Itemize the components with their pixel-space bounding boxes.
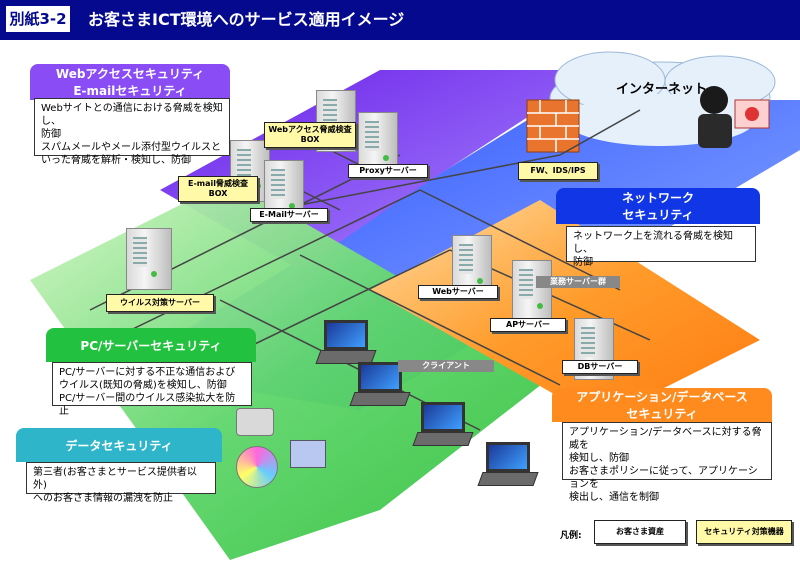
pc-security-description: PC/サーバーに対する不正な通信および ウイルス(既知の脅威)を検知し、防御 P… (52, 362, 252, 417)
network-security-description: ネットワーク上を流れる脅威を検知し、 防御 (566, 226, 756, 268)
antivirus-server-label: ウイルス対策サーバー (106, 294, 214, 312)
client-group-label: クライアント (398, 360, 494, 372)
internet-label: インターネット (616, 82, 708, 97)
page-title: お客さまICT環境へのサービス適用イメージ (88, 10, 405, 29)
internet-cloud (549, 51, 776, 146)
legend-label: 凡例: (560, 531, 582, 541)
data-security-title: データセキュリティ (65, 438, 173, 453)
client-laptop-icon (412, 402, 474, 450)
attacker-figure (698, 86, 770, 148)
legend-customer-asset: お客さま資産 (594, 520, 686, 544)
email-server-label: E-Mailサーバー (250, 208, 328, 222)
web-server-label: Webサーバー (418, 285, 498, 299)
legend-security-device: セキュリティ対策機器 (696, 520, 792, 544)
client-laptop-icon (349, 362, 411, 410)
web-security-description: Webサイトとの通信における脅威を検知し、 防御 スパムメールやメール添付型ウイ… (34, 98, 230, 166)
header-bar: 別紙3-2 お客さまICT環境へのサービス適用イメージ (0, 0, 800, 40)
email-box-label: E-mail脅威検査 BOX (178, 176, 258, 202)
firewall-label: FW、IDS/IPS (518, 162, 598, 180)
document-tag: 別紙3-2 (6, 6, 70, 32)
app-security-header: アプリケーション/データベース セキュリティ (552, 388, 772, 422)
pc-security-title: PC/サーバーセキュリティ (80, 338, 222, 353)
disc-icon (236, 446, 278, 488)
web-security-subtitle: E-mailセキュリティ (73, 84, 187, 98)
folder-icon (290, 440, 326, 468)
ap-server-label: APサーバー (490, 318, 566, 332)
data-security-description: 第三者(お客さまとサービス提供者以外) へのお客さま情報の漏洩を防止 (26, 462, 216, 504)
ap-server-icon (512, 260, 552, 322)
storage-device-icon (236, 408, 274, 436)
antivirus-server-icon (126, 228, 172, 290)
pc-security-header: PC/サーバーセキュリティ (46, 328, 256, 362)
firewall-wall (526, 99, 580, 153)
web-security-title: Webアクセスセキュリティ (55, 67, 205, 81)
proxy-server-icon (358, 112, 398, 174)
db-server-label: DBサーバー (562, 360, 638, 374)
data-security-header: データセキュリティ (16, 428, 222, 462)
proxy-server-label: Proxyサーバー (348, 164, 428, 178)
network-security-header: ネットワーク セキュリティ (556, 188, 760, 224)
client-laptop-icon (477, 442, 539, 490)
web-security-header: Webアクセスセキュリティ E-mailセキュリティ (30, 64, 230, 100)
app-security-description: アプリケーション/データベースに対する脅威を 検知し、防御 お客さまポリシーに従… (562, 422, 772, 503)
network-security-title: ネットワーク (621, 191, 694, 205)
business-server-group-label: 業務サーバー群 (536, 276, 620, 288)
web-access-box-label: Webアクセス脅威検査 BOX (264, 122, 356, 148)
client-laptop-icon (315, 320, 377, 368)
app-security-title: アプリケーション/データベース (576, 390, 748, 404)
network-security-subtitle: セキュリティ (622, 208, 694, 222)
app-security-subtitle: セキュリティ (626, 407, 698, 421)
